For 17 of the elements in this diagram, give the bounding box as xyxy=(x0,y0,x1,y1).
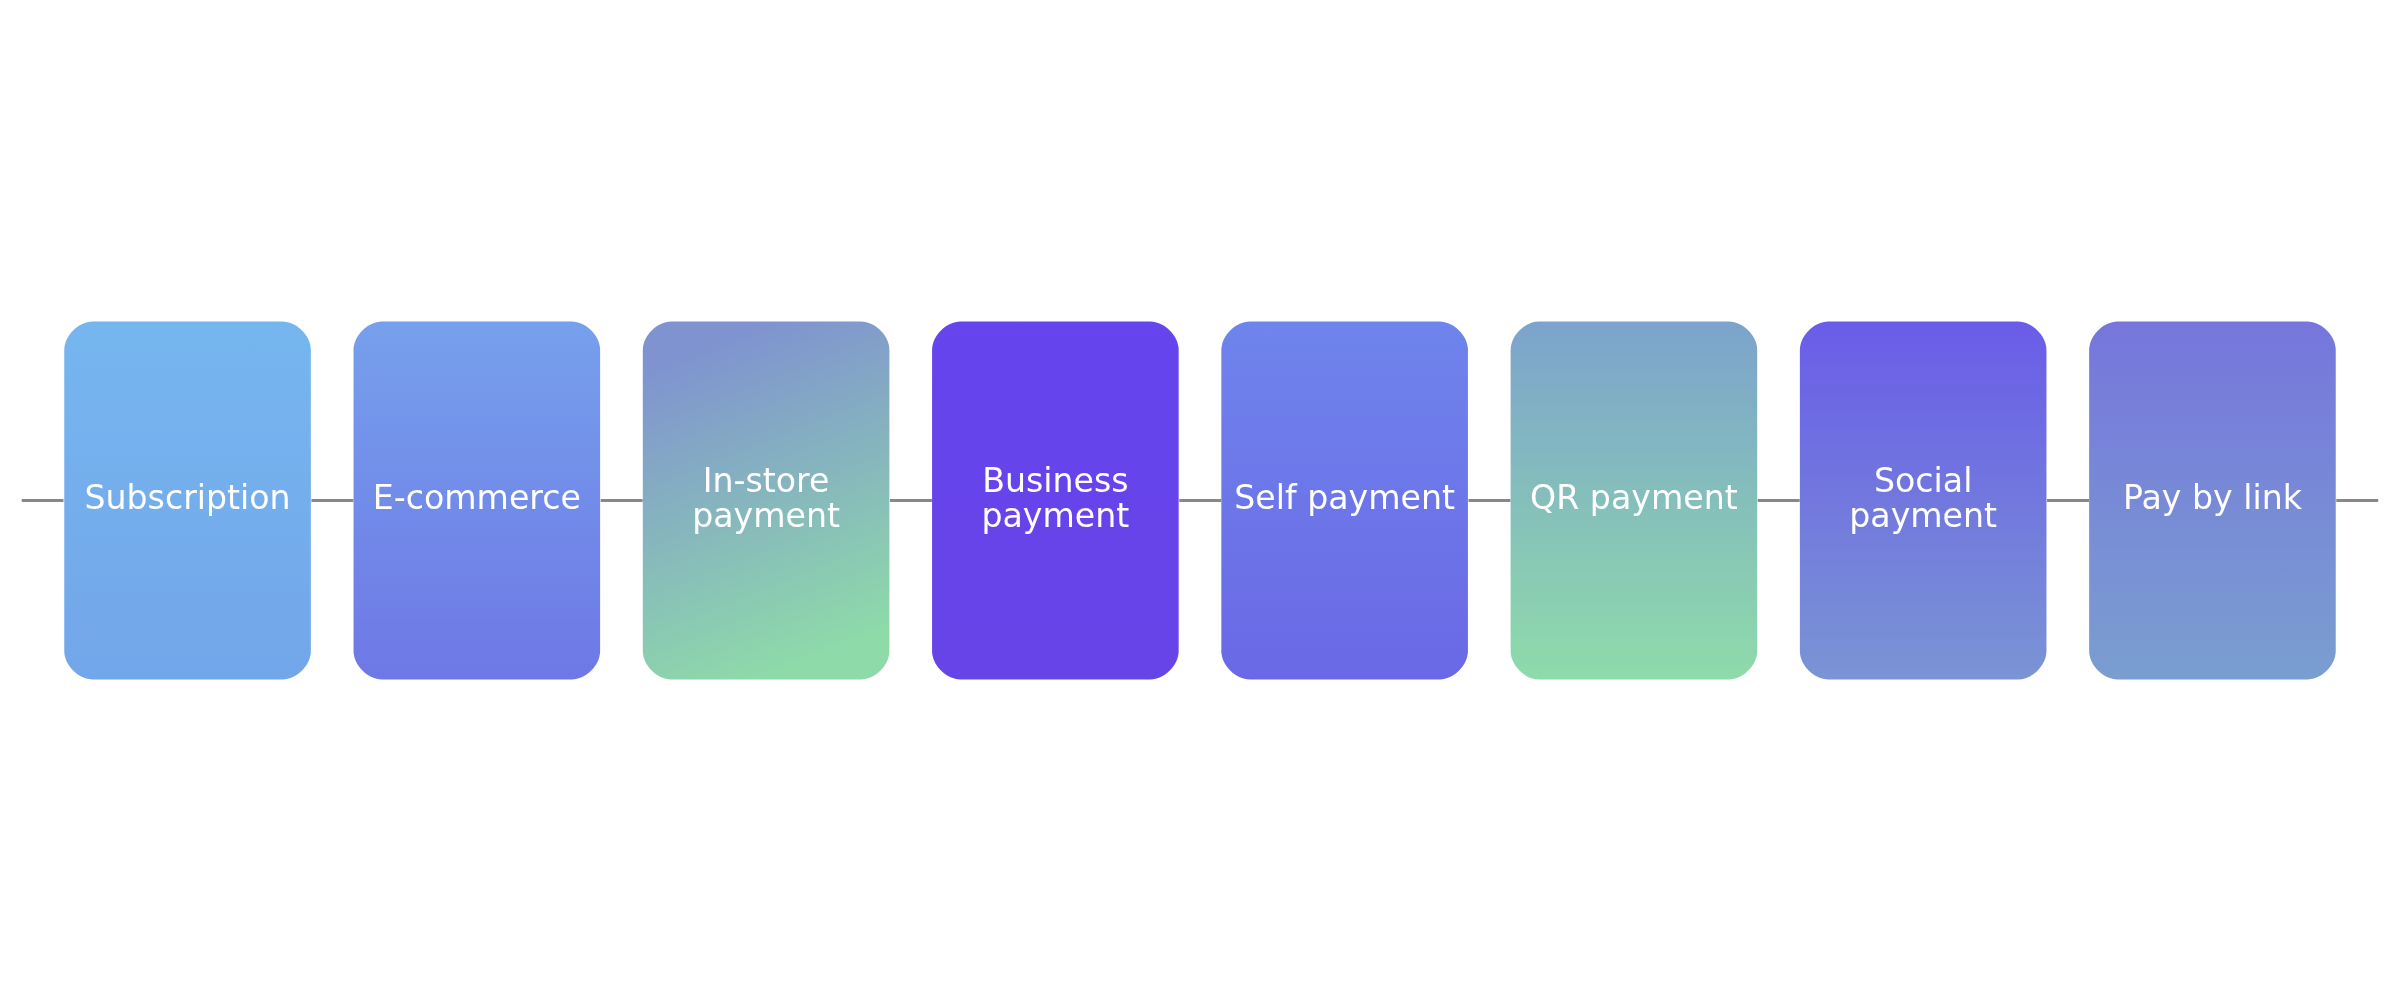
node-box: Social payment xyxy=(1799,321,2047,679)
connector xyxy=(1179,498,1222,502)
node-box: E-commerce xyxy=(353,321,601,679)
node-box: Self payment xyxy=(1221,321,1468,679)
connector xyxy=(2047,498,2089,502)
node-box: Subscription xyxy=(64,321,311,679)
connector xyxy=(600,498,643,502)
node-box: Pay by link xyxy=(2089,321,2336,679)
connector xyxy=(1468,498,1511,502)
node-box: In-store payment xyxy=(642,321,890,679)
connector xyxy=(889,498,932,502)
node-box: QR payment xyxy=(1510,321,1758,679)
connector xyxy=(2336,498,2379,502)
connector xyxy=(311,498,354,502)
connector xyxy=(1757,498,1800,502)
node-box: Business payment xyxy=(932,321,1179,679)
connector xyxy=(21,498,64,502)
